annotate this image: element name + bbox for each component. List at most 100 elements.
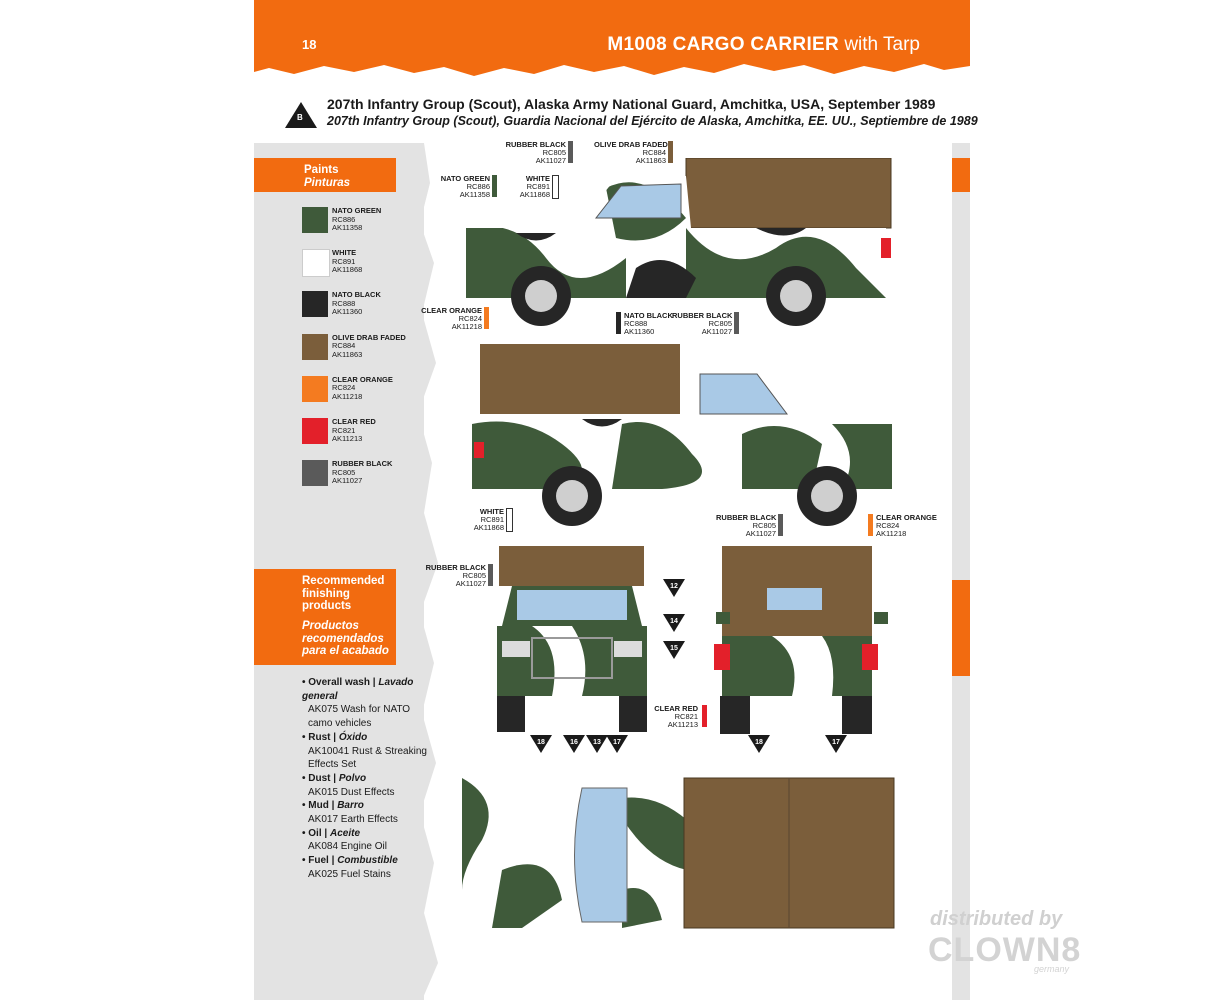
paints-heading-box: Paints Pinturas (254, 158, 396, 192)
finish-marker-number: 18 (755, 739, 763, 746)
finishing-item-product: AK075 Wash for NATO camo vehicles (308, 704, 411, 730)
finishing-item-en: Oil (308, 827, 322, 839)
finish-marker-shape (825, 735, 847, 753)
finishing-item-en: Dust (308, 772, 331, 784)
callout-name: WHITE (479, 507, 504, 516)
watermark-line3: germany (1034, 964, 1070, 974)
finish-marker-shape (563, 735, 585, 753)
scheme-marker-triangle (285, 102, 317, 128)
callout-clear-orange-1: CLEAR ORANGE RC824 AK11218 (420, 306, 489, 331)
right-edge-strip (952, 143, 970, 1000)
finishing-item-heading: • Rust | Óxido (302, 731, 368, 743)
paint-rc: RC805 (332, 467, 356, 477)
callout-rubber-black-3: RUBBER BLACK RC805 AK11027 (716, 513, 783, 538)
finish-marker: 14 (663, 614, 685, 632)
paint-ak: AK11213 (332, 434, 363, 443)
callout-ak: AK11218 (876, 529, 907, 538)
paints-heading-en: Paints (304, 164, 339, 176)
finishing-heading-en: Recommended finishing products (302, 575, 385, 612)
callout-rc: RC891 (480, 515, 504, 524)
paint-name: CLEAR RED (332, 417, 376, 426)
finishing-item-product: AK017 Earth Effects (308, 814, 398, 826)
paint-swatch (302, 249, 330, 278)
callout-name: NATO BLACK (624, 311, 673, 320)
callout-swatch (552, 175, 559, 199)
paint-rc: RC821 (332, 425, 356, 435)
truck-rear-view (714, 546, 888, 734)
callout-rc: RC886 (466, 182, 490, 191)
finish-marker: 12 (663, 579, 685, 597)
paint-swatch (302, 418, 328, 444)
finishing-item-es: Combustible (337, 855, 398, 867)
callout-ak: AK11027 (745, 529, 776, 538)
scheme-marker-letter: B (297, 113, 303, 122)
callout-ak: AK11027 (535, 156, 566, 165)
callout-ak: AK11863 (635, 156, 666, 165)
callout-ak: AK11868 (519, 190, 550, 199)
finishing-item-product: AK015 Dust Effects (308, 786, 395, 798)
truck-right-profile (472, 344, 892, 526)
finish-marker: 18 (748, 735, 770, 753)
paints-heading-es: Pinturas (304, 177, 351, 189)
callout-swatch (734, 312, 739, 334)
callout-swatch (492, 175, 497, 197)
callout-swatch (702, 705, 707, 727)
finishing-item-heading: • Dust | Polvo (302, 772, 367, 784)
finish-marker-number: 18 (537, 739, 545, 746)
paint-name: RUBBER BLACK (332, 459, 393, 469)
right-edge-tab-1 (952, 158, 970, 192)
callout-rc: RC821 (674, 712, 698, 721)
finishing-item-es: Óxido (338, 731, 368, 743)
callout-nato-green: NATO GREEN RC886 AK11358 (440, 174, 497, 199)
finishing-item-en: Rust (308, 731, 331, 743)
callout-white-1: WHITE RC891 AK11868 (506, 174, 559, 199)
paint-swatch (302, 375, 328, 402)
finish-marker-number: 17 (613, 739, 621, 746)
callout-name: CLEAR ORANGE (421, 306, 482, 315)
callout-rc: RC884 (642, 148, 666, 157)
callout-rc: RC891 (526, 182, 550, 191)
callout-ak: AK11027 (455, 579, 486, 588)
truck-left-profile (466, 158, 892, 326)
page-number: 18 (302, 37, 317, 52)
paint-name: CLEAR ORANGE (332, 374, 393, 384)
paint-ak: AK11358 (332, 223, 363, 232)
paint-name: NATO GREEN (332, 206, 382, 215)
callout-rubber-black-4: RUBBER BLACK RC805 AK11027 (424, 564, 493, 588)
finishing-item-product: AK10041 Rust & Streaking Effects Set (308, 745, 427, 771)
callout-name: WHITE (525, 174, 550, 183)
scheme-title-es: 207th Infantry Group (Scout), Guardia Na… (327, 114, 978, 128)
callout-ak: AK11358 (459, 190, 490, 199)
callout-name: OLIVE DRAB FADED (594, 140, 668, 149)
callout-clear-red: CLEAR RED RC821 AK11213 (652, 705, 707, 729)
finishing-item-product: AK025 Fuel Stains (308, 868, 391, 880)
paint-ak: AK11027 (332, 476, 363, 486)
callout-rc: RC805 (752, 521, 776, 530)
callout-rubber-black-1: RUBBER BLACK RC805 AK11027 (500, 140, 573, 165)
callout-swatch (568, 141, 573, 163)
callout-swatch (484, 307, 489, 329)
paint-ak: AK11863 (332, 349, 363, 359)
finishing-item-es: Aceite (329, 827, 360, 839)
finish-marker-number: 17 (832, 739, 840, 746)
sidebar-rough-edge (400, 143, 438, 1000)
callout-name: RUBBER BLACK (505, 140, 566, 149)
callout-rc: RC805 (708, 319, 732, 328)
callout-ak: AK11213 (667, 720, 698, 729)
finish-marker-number: 13 (593, 739, 601, 746)
paint-swatch (302, 333, 328, 360)
finishing-item-en: Fuel (308, 855, 329, 867)
callout-name: NATO GREEN (440, 174, 490, 183)
finish-marker-shape (748, 735, 770, 753)
callout-swatch (868, 514, 873, 536)
callout-name: RUBBER BLACK (716, 513, 777, 522)
